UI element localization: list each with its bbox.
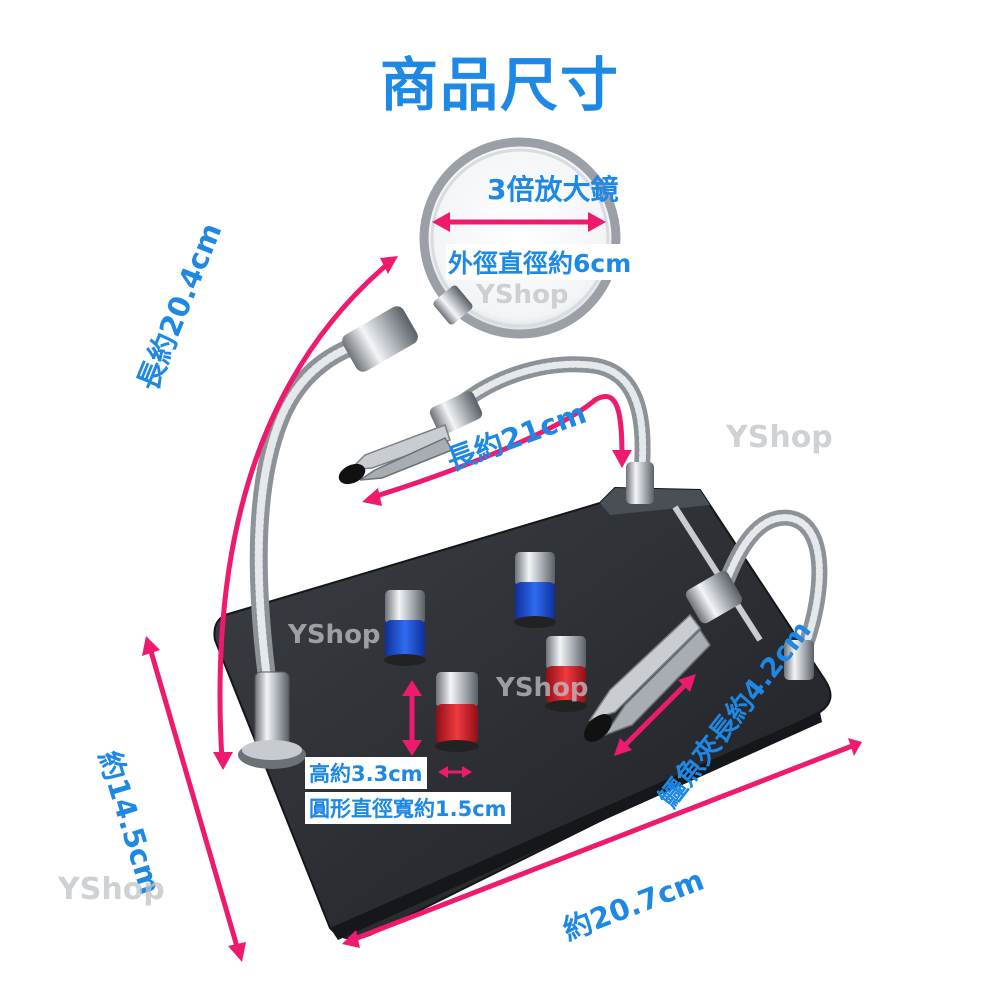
- post-diameter-label: 圓形直徑寬約1.5cm: [305, 792, 511, 824]
- alligator-clip-top-icon: [338, 424, 454, 485]
- watermark: YShop: [58, 872, 165, 907]
- magnifier-icon: [342, 137, 621, 372]
- page-title: 商品尺寸: [379, 51, 620, 119]
- gooseneck-arm-right-icon: [429, 356, 654, 504]
- post-height-label: 高約3.3cm: [305, 757, 427, 789]
- magnetic-post-blue-right-icon: [514, 552, 556, 628]
- watermark: YShop: [476, 280, 569, 310]
- watermark: YShop: [496, 673, 589, 703]
- dimension-arrow-icon: [142, 212, 862, 962]
- base-plate-icon: [213, 486, 832, 940]
- gooseneck-arm-left-icon: [238, 331, 389, 769]
- watermark: YShop: [726, 420, 833, 455]
- gooseneck-arm-front-icon: [685, 509, 828, 680]
- magnetic-post-red-right-icon: [545, 636, 587, 712]
- magnifier-diameter-label: 外徑直徑約6cm: [446, 244, 634, 280]
- watermark: YShop: [288, 620, 381, 650]
- magnetic-post-blue-left-icon: [384, 590, 426, 666]
- magnifier-name-label: 3倍放大鏡: [487, 173, 619, 206]
- magnetic-post-red-left-icon: [435, 672, 479, 752]
- alligator-clip-front-icon: [584, 613, 711, 742]
